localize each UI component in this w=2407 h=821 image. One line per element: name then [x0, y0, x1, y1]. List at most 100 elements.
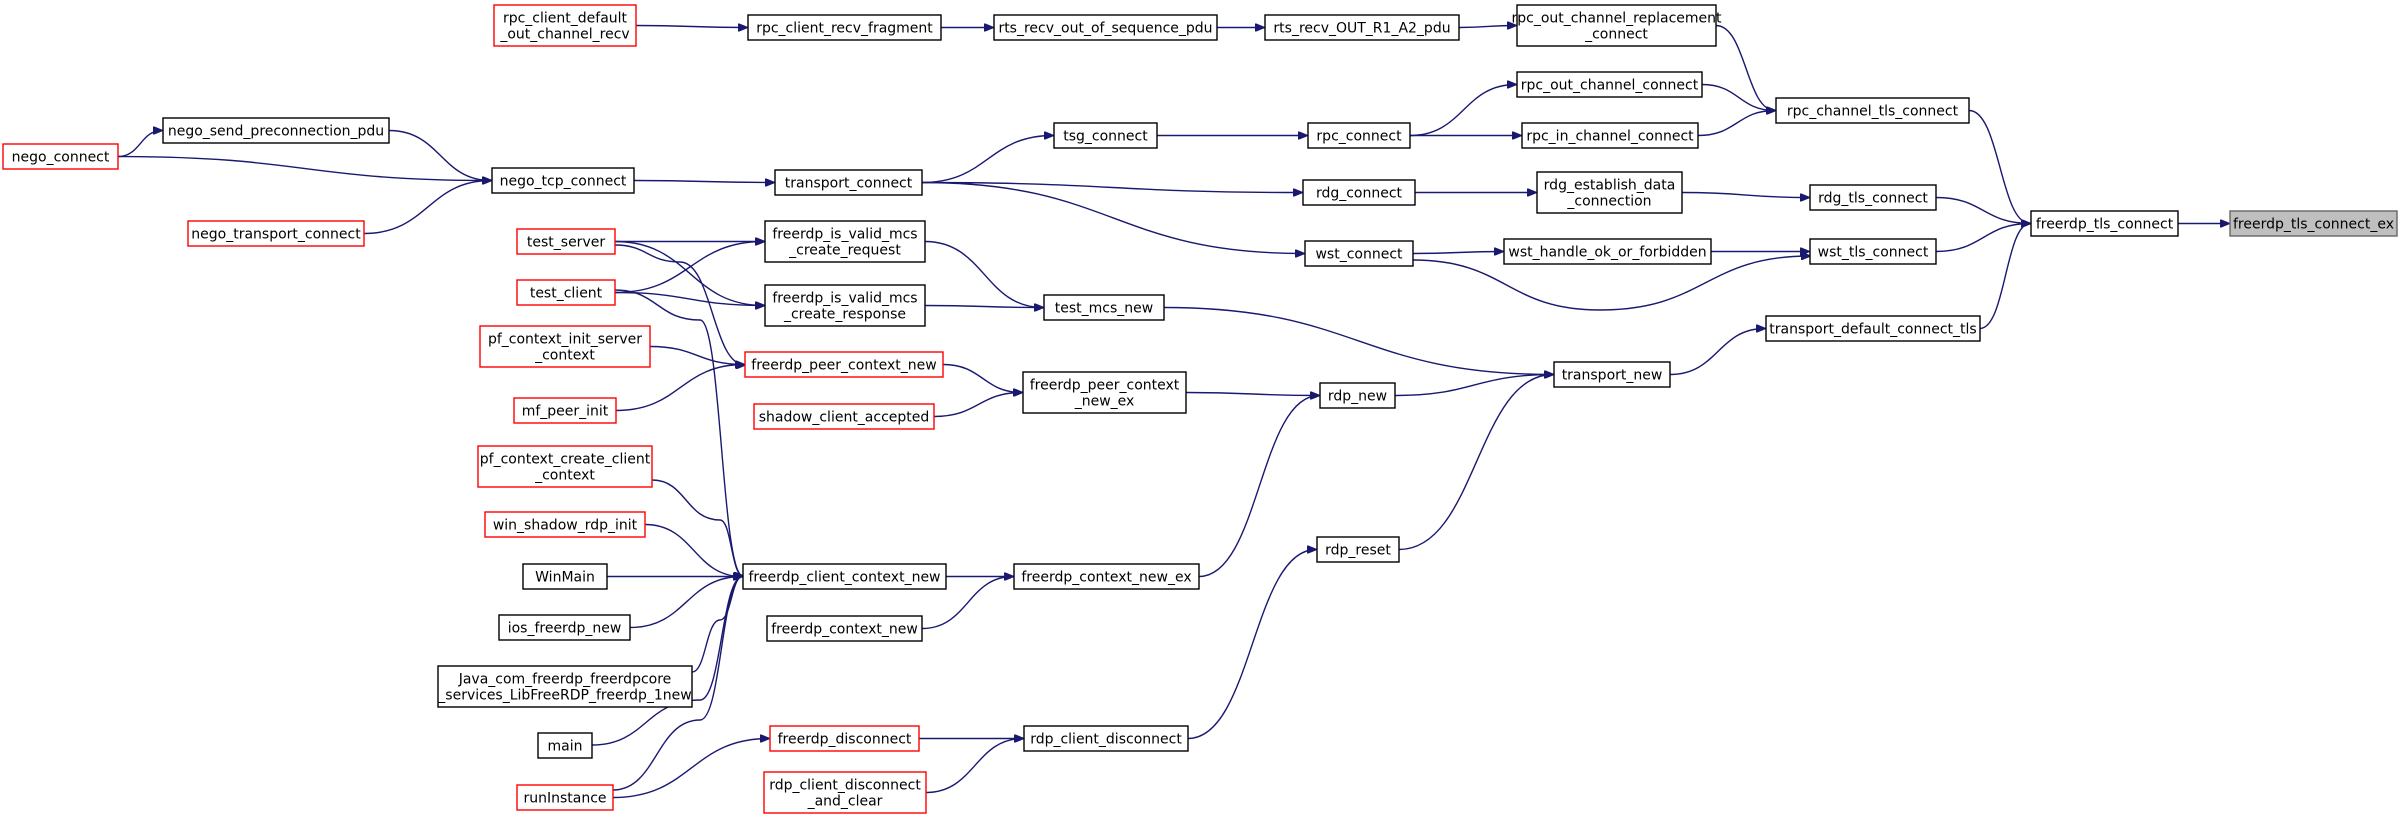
node-label: transport_connect: [785, 176, 913, 192]
node-label: runInstance: [523, 791, 606, 807]
node-label: pf_context_init_server: [488, 332, 642, 348]
graph-edge: [1935, 196, 2030, 224]
node-box: [1023, 725, 1189, 752]
graph-node-n48[interactable]: Java_com_freerdp_freerdpcore_services_Li…: [437, 665, 693, 708]
graph-node-n32[interactable]: freerdp_client_context_new: [742, 563, 947, 590]
graph-node-n33[interactable]: freerdp_context_new: [766, 615, 923, 642]
edge-n49-to-n32: [591, 576, 743, 746]
node-label: freerdp_context_new: [771, 622, 918, 638]
graph-node-n25[interactable]: rdp_client_disconnect: [1023, 725, 1189, 752]
graph-node-n10[interactable]: rdg_establish_data_connection: [1536, 171, 1683, 214]
graph-node-n1[interactable]: freerdp_tls_connect_ex: [2229, 210, 2398, 237]
graph-node-n14[interactable]: rpc_connect: [1307, 122, 1411, 149]
node-box: [764, 284, 926, 327]
graph-node-n7[interactable]: rpc_out_channel_replacement_connect: [1511, 4, 1722, 47]
node-box: [1304, 240, 1414, 267]
graph-node-n8[interactable]: rpc_out_channel_connect: [1516, 71, 1703, 98]
node-label: rpc_out_channel_replacement: [1511, 11, 1722, 27]
node-label: rpc_in_channel_connect: [1526, 129, 1694, 145]
graph-node-n27[interactable]: nego_tcp_connect: [491, 167, 635, 194]
graph-node-n28[interactable]: freerdp_is_valid_mcs_create_request: [764, 220, 926, 263]
node-label: rdp_new: [1328, 389, 1387, 405]
graph-node-n24[interactable]: freerdp_context_new_ex: [1013, 563, 1200, 590]
graph-edge: [1187, 550, 1316, 740]
node-label: rpc_out_channel_connect: [1521, 78, 1699, 94]
edge-n35-to-n25: [925, 739, 1023, 794]
graph-edge: [1715, 24, 1775, 111]
graph-node-n22[interactable]: test_mcs_new: [1043, 294, 1165, 321]
graph-edge: [933, 393, 1022, 418]
edge-n3-to-n2: [1968, 109, 2030, 224]
graph-node-n26[interactable]: rpc_client_recv_fragment: [747, 14, 942, 41]
edge-n27-to-n21: [633, 181, 774, 183]
edge-n38-to-n27: [117, 155, 491, 181]
edge-n50-to-n32: [612, 576, 743, 791]
node-box: [2030, 210, 2179, 237]
graph-node-n9[interactable]: rpc_in_channel_connect: [1521, 122, 1699, 149]
graph-node-n50[interactable]: runInstance: [516, 784, 614, 811]
node-box: [2, 143, 119, 170]
node-label: rpc_channel_tls_connect: [1787, 104, 1959, 120]
node-box: [1503, 238, 1712, 265]
graph-node-n18[interactable]: rdp_reset: [1316, 536, 1400, 563]
graph-node-n20[interactable]: tsg_connect: [1053, 122, 1158, 149]
graph-node-n46[interactable]: WinMain: [522, 563, 608, 590]
node-box: [516, 279, 616, 306]
graph-edge: [117, 155, 491, 181]
graph-node-n11[interactable]: wst_handle_ok_or_forbidden: [1503, 238, 1712, 265]
graph-node-n44[interactable]: pf_context_create_client_context: [477, 445, 653, 488]
graph-node-n15[interactable]: rdg_connect: [1302, 179, 1416, 206]
graph-node-n36[interactable]: rpc_client_default_out_channel_recv: [493, 4, 637, 47]
graph-node-n4[interactable]: rdg_tls_connect: [1809, 184, 1937, 211]
graph-node-n12[interactable]: transport_new: [1553, 361, 1671, 388]
edge-n42-to-n30: [649, 345, 744, 365]
graph-node-n29[interactable]: freerdp_is_valid_mcs_create_response: [764, 284, 926, 327]
graph-node-n34[interactable]: freerdp_disconnect: [769, 725, 920, 752]
graph-node-n38[interactable]: nego_connect: [2, 143, 119, 170]
node-label: pf_context_create_client: [480, 452, 651, 468]
graph-node-n3[interactable]: rpc_channel_tls_connect: [1775, 97, 1970, 124]
graph-node-n17[interactable]: rdp_new: [1319, 382, 1396, 409]
graph-node-n21[interactable]: transport_connect: [774, 169, 923, 196]
node-label: _connection: [1566, 194, 1651, 210]
edge-n41-to-n32: [614, 289, 743, 576]
graph-node-n43[interactable]: mf_peer_init: [513, 397, 617, 424]
graph-node-n35[interactable]: rdp_client_disconnect_and_clear: [763, 771, 927, 814]
graph-node-n13[interactable]: rts_recv_OUT_R1_A2_pdu: [1264, 14, 1460, 41]
node-label: _new_ex: [1074, 394, 1135, 410]
graph-node-n45[interactable]: win_shadow_rdp_init: [484, 511, 646, 538]
graph-node-n6[interactable]: transport_default_connect_tls: [1765, 315, 1981, 342]
graph-edge: [644, 523, 742, 577]
edge-n40-to-n29: [614, 240, 764, 306]
graph-node-n40[interactable]: test_server: [516, 228, 616, 255]
node-label: rts_recv_OUT_R1_A2_pdu: [1273, 21, 1450, 37]
graph-edge: [614, 291, 764, 306]
graph-edge: [614, 240, 764, 306]
edge-n24-to-n17: [1198, 396, 1319, 578]
node-box: [774, 169, 923, 196]
graph-node-n2[interactable]: freerdp_tls_connect: [2030, 210, 2179, 237]
node-label: _and_clear: [807, 794, 883, 810]
graph-node-n31[interactable]: shadow_client_accepted: [753, 403, 935, 430]
edge-n50-to-n34: [612, 739, 769, 799]
node-label: freerdp_client_context_new: [748, 570, 940, 586]
graph-node-n19[interactable]: rts_recv_out_of_sequence_pdu: [993, 14, 1218, 41]
graph-node-n47[interactable]: ios_freerdp_new: [498, 614, 631, 641]
graph-edge: [691, 576, 743, 673]
graph-node-n49[interactable]: main: [537, 732, 593, 759]
graph-node-n23[interactable]: freerdp_peer_context_new_ex: [1022, 371, 1187, 414]
graph-node-n5[interactable]: wst_tls_connect: [1809, 238, 1937, 265]
graph-node-n37[interactable]: nego_send_preconnection_pdu: [162, 117, 390, 144]
graph-node-n30[interactable]: freerdp_peer_context_new: [744, 351, 944, 378]
graph-edge: [614, 244, 745, 365]
edge-n41-to-n28: [614, 242, 764, 294]
node-box: [764, 220, 926, 263]
edge-n18-to-n12: [1398, 375, 1553, 551]
graph-edge: [921, 181, 1304, 254]
node-box: [1536, 171, 1683, 214]
node-box: [1013, 563, 1200, 590]
graph-node-n39[interactable]: nego_transport_connect: [187, 220, 365, 247]
graph-node-n16[interactable]: wst_connect: [1304, 240, 1414, 267]
graph-node-n42[interactable]: pf_context_init_server_context: [479, 325, 651, 368]
graph-node-n41[interactable]: test_client: [516, 279, 616, 306]
